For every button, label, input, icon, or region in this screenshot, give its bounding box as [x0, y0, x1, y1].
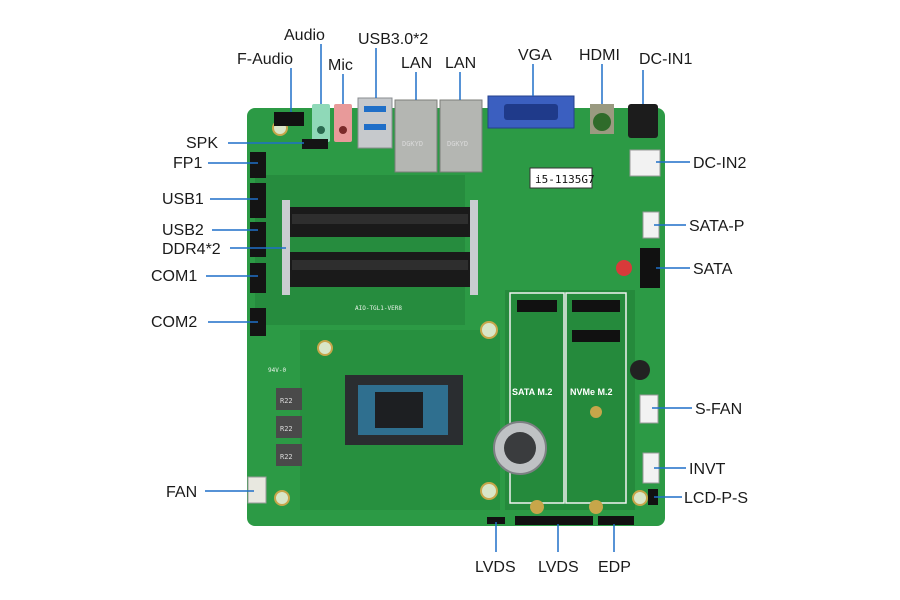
- callout-lines: [205, 44, 692, 552]
- label-vga: VGA: [518, 47, 552, 64]
- mic-jack: [334, 104, 352, 142]
- label-usb1: USB1: [162, 191, 204, 208]
- label-lan-1: LAN: [401, 55, 432, 72]
- label-edp: EDP: [598, 559, 631, 576]
- lan-port-2: [439, 99, 483, 173]
- label-s-fan: S-FAN: [695, 401, 742, 418]
- label-sata-p: SATA-P: [689, 218, 744, 235]
- f-audio-header: [274, 112, 304, 126]
- label-com2: COM2: [151, 314, 197, 331]
- inductor-label-3: R22: [280, 453, 293, 461]
- label-spk: SPK: [186, 135, 218, 152]
- m2-sata-label: SATA M.2: [512, 387, 552, 397]
- model-silkscreen: AIO-TGL1-VER8: [355, 305, 402, 312]
- label-mic: Mic: [328, 57, 353, 74]
- label-invt: INVT: [689, 461, 726, 478]
- label-f-audio: F-Audio: [237, 51, 293, 68]
- label-lan-2: LAN: [445, 55, 476, 72]
- cmos-battery: [493, 421, 547, 475]
- label-fp1: FP1: [173, 155, 202, 172]
- label-lcd-p-s: LCD-P-S: [684, 490, 748, 507]
- right-connectors: [616, 149, 661, 505]
- inductor-label-2: R22: [280, 425, 293, 433]
- label-lvds-1: LVDS: [475, 559, 516, 576]
- callout-labels: F-Audio Audio Mic USB3.0*2 LAN LAN VGA H…: [151, 27, 748, 576]
- label-usb2: USB2: [162, 222, 204, 239]
- lan-brand-label-2: DGKYD: [447, 140, 468, 148]
- lan-port-1: [394, 99, 438, 173]
- label-lvds-2: LVDS: [538, 559, 579, 576]
- cpu-label: i5-1135G7: [535, 173, 595, 186]
- dc-in2-connector: [629, 149, 661, 177]
- usb30-port: [357, 97, 393, 149]
- label-com1: COM1: [151, 268, 197, 285]
- bottom-connectors: [487, 516, 634, 525]
- inductor-label-1: R22: [280, 397, 293, 405]
- cert-silkscreen: 94V-0: [268, 367, 286, 374]
- label-sata: SATA: [693, 261, 733, 278]
- m2-nvme-label: NVMe M.2: [570, 387, 613, 397]
- rear-io: DGKYD DGKYD: [274, 95, 658, 173]
- lan-brand-label-1: DGKYD: [402, 140, 423, 148]
- label-usb30: USB3.0*2: [358, 31, 428, 48]
- label-fan: FAN: [166, 484, 197, 501]
- dc-in1-jack: [628, 104, 658, 138]
- label-audio: Audio: [284, 27, 325, 44]
- cpu-soc: [345, 375, 463, 445]
- ddr4-slots: AIO-TGL1-VER8: [282, 200, 478, 312]
- label-dc-in2: DC-IN2: [693, 155, 746, 172]
- cpu-label-sticker: i5-1135G7: [529, 167, 595, 189]
- label-dc-in1: DC-IN1: [639, 51, 692, 68]
- vrm-inductors: R22 R22 R22 94V-0: [268, 367, 302, 466]
- label-ddr4: DDR4*2: [162, 241, 221, 258]
- label-hdmi: HDMI: [579, 47, 620, 64]
- m2-slots: SATA M.2 NVMe M.2: [509, 292, 627, 514]
- audio-jack: [312, 104, 330, 142]
